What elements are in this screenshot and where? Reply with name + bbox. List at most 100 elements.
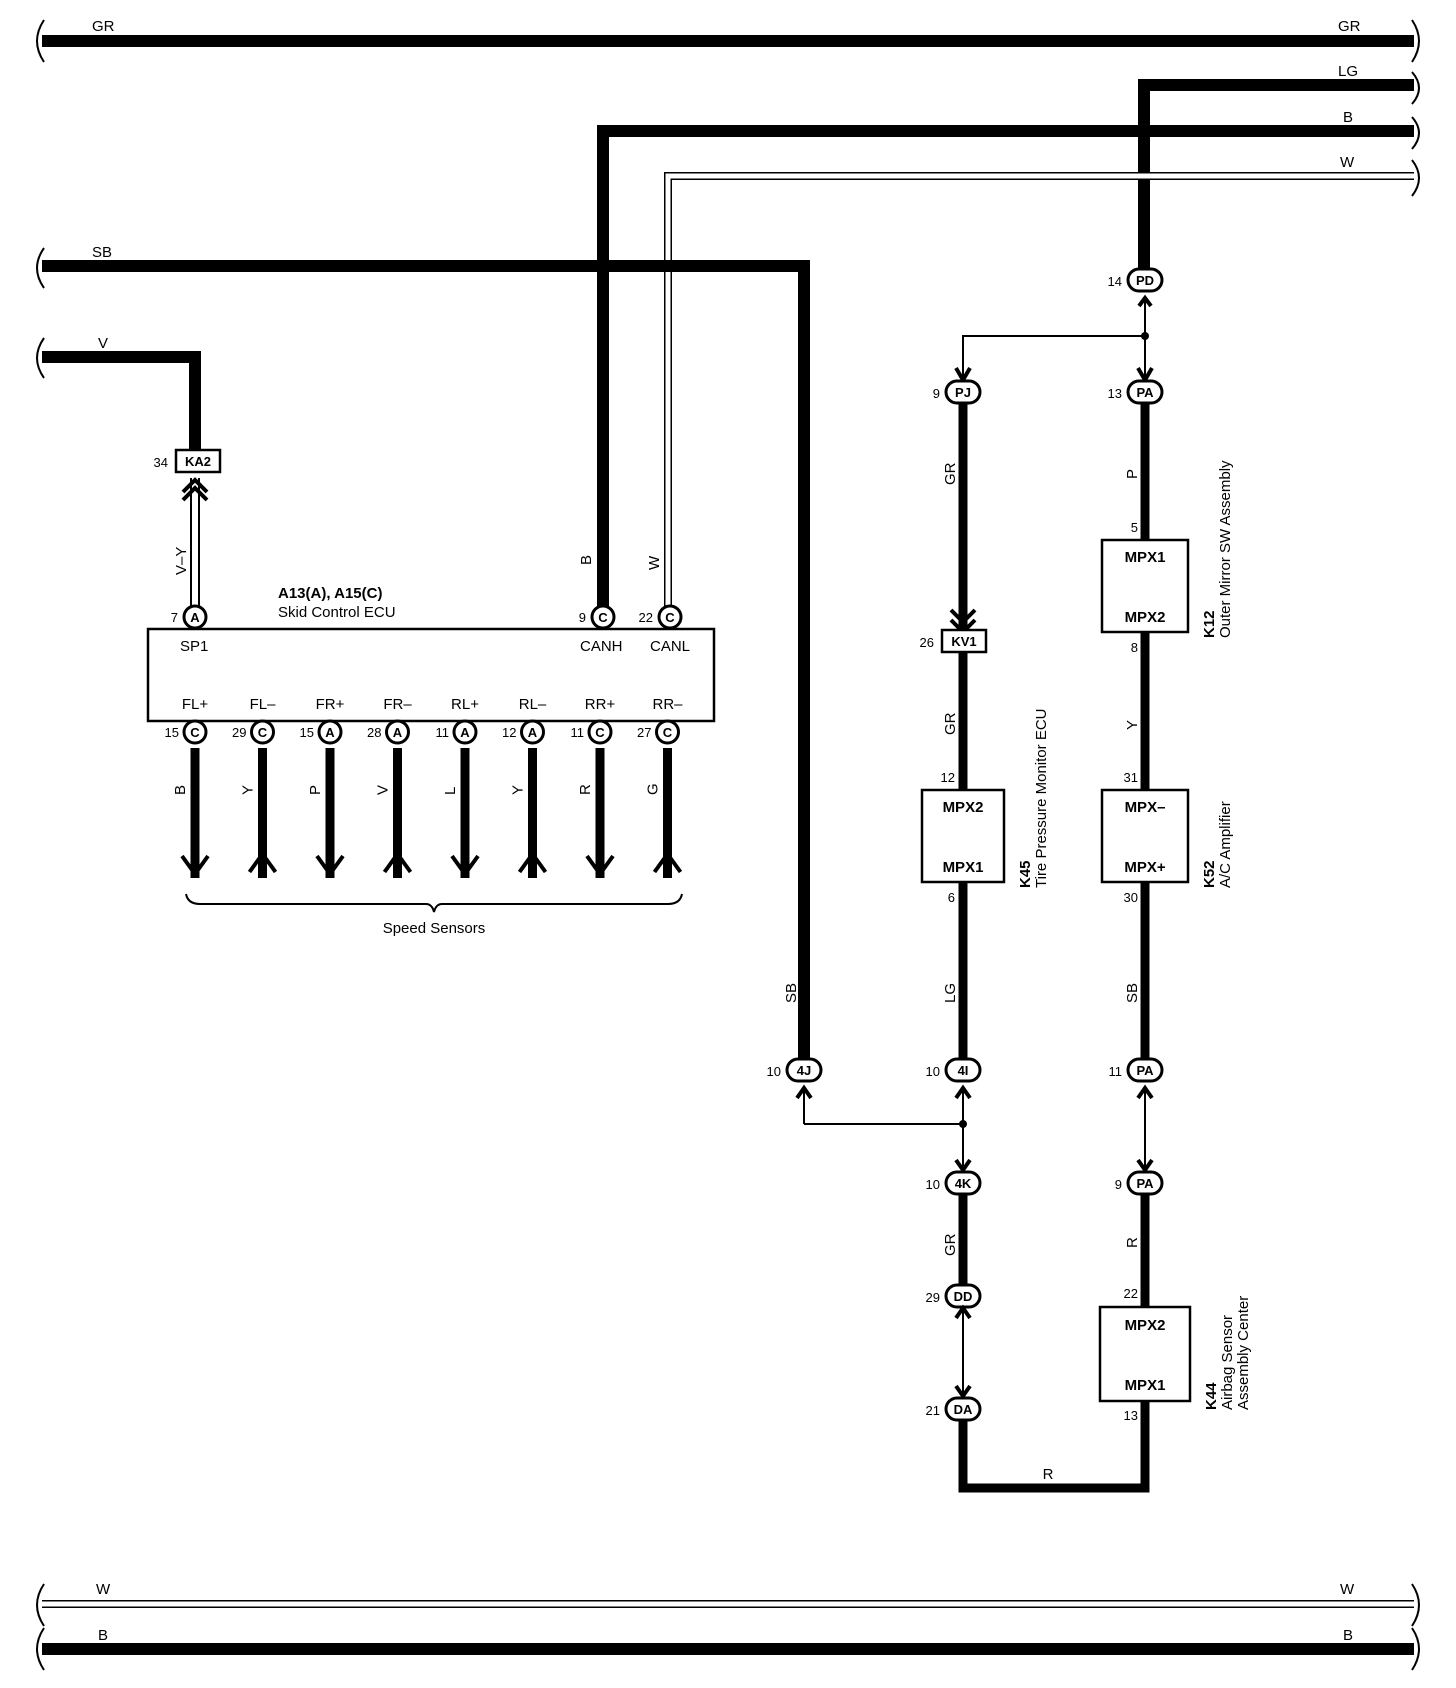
svg-text:11: 11 xyxy=(1109,1064,1123,1079)
pin-number: 11 xyxy=(436,725,450,740)
pin-connector-letter: C xyxy=(595,725,605,740)
pin-connector-letter: A xyxy=(460,725,470,740)
wire-label: GR xyxy=(942,1233,959,1256)
connector-pa-11: PA 11 xyxy=(1109,1057,1164,1083)
speed-sensors-label: Speed Sensors xyxy=(383,920,486,937)
wire-label: GR xyxy=(942,462,959,485)
sensor-arrow xyxy=(450,854,480,878)
top-gr-wire: GR GR xyxy=(36,18,1420,63)
wire-label: V xyxy=(98,335,108,352)
wire-label: R xyxy=(1124,1237,1141,1248)
connector-kv1: KV1 26 xyxy=(920,628,988,654)
wire-label: Y xyxy=(1124,720,1141,730)
wire-label: B xyxy=(1343,109,1353,126)
svg-text:MPX1: MPX1 xyxy=(943,859,984,876)
wire-label: L xyxy=(442,787,459,795)
svg-text:MPX–: MPX– xyxy=(1125,799,1166,816)
pin-connector xyxy=(182,719,208,745)
component-k12: MPX1 MPX2 5 8 K12 Outer Mirror SW Assemb… xyxy=(1100,460,1234,655)
sensor-arrow xyxy=(585,854,615,878)
wire-label: SB xyxy=(783,983,800,1003)
pin-connector-letter: A xyxy=(393,725,403,740)
wire-label: GR xyxy=(1338,18,1361,35)
svg-text:PA: PA xyxy=(1136,385,1154,400)
svg-text:22: 22 xyxy=(1124,1286,1138,1301)
component-name: A/C Amplifier xyxy=(1217,801,1234,888)
pin-number: 15 xyxy=(165,725,179,740)
pin-connector-letter: C xyxy=(258,725,268,740)
pin-connector-letter: A xyxy=(528,725,538,740)
svg-text:PA: PA xyxy=(1136,1063,1154,1078)
b-wire: B xyxy=(597,109,1420,610)
svg-text:31: 31 xyxy=(1124,770,1138,785)
svg-text:PD: PD xyxy=(1136,273,1154,288)
svg-text:MPX2: MPX2 xyxy=(1125,609,1166,626)
speed-sensors-brace xyxy=(185,893,683,913)
pin-number: 27 xyxy=(637,725,651,740)
svg-text:9: 9 xyxy=(933,386,940,401)
wire-label: P xyxy=(307,785,324,795)
sensor-arrow xyxy=(247,850,278,874)
wire-label: V xyxy=(375,785,392,795)
ecu-pin-5: RL+ A 11L xyxy=(436,696,480,878)
svg-text:C: C xyxy=(598,610,608,625)
connector-pd: PD 14 xyxy=(1108,267,1164,293)
junction-4-split xyxy=(795,1084,972,1174)
svg-text:4I: 4I xyxy=(958,1063,969,1078)
component-code: K12 xyxy=(1201,610,1218,638)
pin-number: 28 xyxy=(367,725,381,740)
svg-text:9: 9 xyxy=(1115,1177,1122,1192)
svg-text:12: 12 xyxy=(941,770,955,785)
svg-text:4J: 4J xyxy=(797,1063,811,1078)
component-k52: MPX– MPX+ 31 30 K52 A/C Amplifier xyxy=(1100,770,1234,905)
pin-connector xyxy=(520,719,545,745)
pin-connector xyxy=(317,719,343,745)
svg-text:8: 8 xyxy=(1131,640,1138,655)
wire-label: W xyxy=(96,1581,111,1598)
k45-column: GR GR LG xyxy=(942,396,977,1070)
sensor-arrow xyxy=(517,850,548,874)
svg-text:26: 26 xyxy=(920,635,934,650)
pin-connector-letter: C xyxy=(190,725,200,740)
svg-text:10: 10 xyxy=(926,1064,940,1079)
pin-number: 29 xyxy=(232,725,246,740)
skid-control-ecu: V–Y A13(A), A15(C) Skid Control ECU A 7 … xyxy=(146,477,716,937)
wire-label: SB xyxy=(1124,983,1141,1003)
svg-text:10: 10 xyxy=(767,1064,781,1079)
pin-label: RL+ xyxy=(451,696,479,713)
pin-label: RR+ xyxy=(585,696,616,713)
pin-number: 11 xyxy=(571,725,585,740)
wire-label: GR xyxy=(92,18,115,35)
svg-text:PJ: PJ xyxy=(955,385,971,400)
pin-connector xyxy=(452,719,478,745)
ecu-pin-canl: W C 22 CANL xyxy=(639,555,690,655)
pin-label: RL– xyxy=(519,696,547,713)
component-code: K45 xyxy=(1017,860,1034,888)
svg-text:KV1: KV1 xyxy=(951,634,976,649)
svg-text:29: 29 xyxy=(926,1290,940,1305)
component-name: Outer Mirror SW Assembly xyxy=(1217,460,1234,638)
k44-wiring: R R xyxy=(958,1194,1150,1493)
wire-label: W xyxy=(1340,154,1355,171)
svg-text:7: 7 xyxy=(171,610,178,625)
svg-text:13: 13 xyxy=(1124,1408,1138,1423)
svg-text:5: 5 xyxy=(1131,520,1138,535)
svg-text:4K: 4K xyxy=(955,1176,972,1191)
svg-text:9: 9 xyxy=(579,610,586,625)
wire-label: SB xyxy=(92,244,112,261)
wire-label: V–Y xyxy=(173,547,190,575)
pin-label: FL– xyxy=(250,696,277,713)
lg-wire: LG xyxy=(1138,63,1420,282)
connector-pa-13: PA 13 xyxy=(1108,379,1164,405)
connector-pa-9: PA 9 xyxy=(1115,1170,1164,1196)
wire-label: LG xyxy=(942,983,959,1003)
pin-label: RR– xyxy=(652,696,683,713)
ecu-name: Skid Control ECU xyxy=(278,604,396,621)
pin-number: 15 xyxy=(300,725,314,740)
ecu-pin-sp1: A 7 SP1 xyxy=(171,604,208,655)
component-name: Tire Pressure Monitor ECU xyxy=(1033,709,1050,889)
